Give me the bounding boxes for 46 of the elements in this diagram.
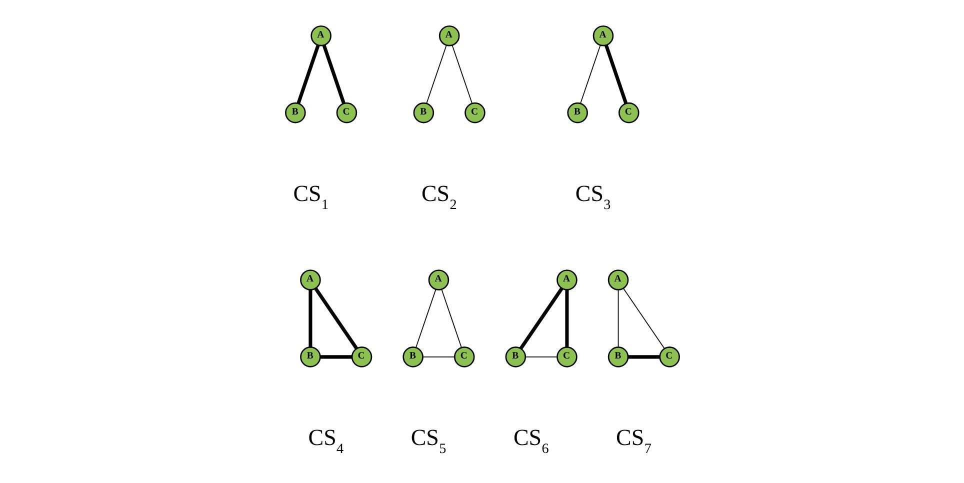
connector bbox=[422, 356, 454, 358]
label: CS$_{3}$ bbox=[574, 181, 610, 214]
node-circle: C bbox=[464, 102, 485, 124]
node-circle: A bbox=[428, 270, 449, 290]
connector bbox=[314, 287, 358, 350]
label: CS$_{4}$ bbox=[308, 425, 344, 458]
node-circle: A bbox=[607, 270, 628, 290]
node-circle: B bbox=[607, 346, 628, 368]
node-circle: A bbox=[592, 25, 614, 46]
label: CS$_{6}$ bbox=[512, 425, 548, 458]
node-circle: C bbox=[556, 346, 577, 368]
node-circle: A bbox=[556, 270, 577, 290]
node-circle: C bbox=[350, 346, 372, 368]
node-circle: B bbox=[504, 346, 526, 368]
node-circle: C bbox=[453, 346, 474, 368]
connector bbox=[426, 44, 446, 104]
connector bbox=[415, 289, 436, 348]
connector bbox=[604, 44, 628, 104]
connector bbox=[320, 355, 352, 359]
connector bbox=[308, 290, 312, 348]
connector bbox=[322, 44, 345, 104]
label: CS$_{1}$ bbox=[292, 181, 328, 214]
node-circle: A bbox=[310, 25, 331, 46]
label: CS$_{7}$ bbox=[616, 425, 651, 458]
node-circle: A bbox=[438, 25, 460, 46]
node-circle: B bbox=[566, 102, 588, 124]
connector bbox=[564, 290, 568, 348]
connector bbox=[518, 287, 563, 350]
node-circle: B bbox=[412, 102, 434, 124]
node-circle: B bbox=[300, 346, 320, 368]
node-circle: A bbox=[300, 270, 320, 290]
connector bbox=[617, 289, 618, 348]
label: CS$_{2}$ bbox=[420, 181, 456, 214]
node-circle: C bbox=[658, 346, 680, 368]
node-circle: C bbox=[336, 102, 357, 124]
label: CS$_{5}$ bbox=[410, 425, 446, 458]
connector bbox=[622, 288, 664, 350]
node-circle: B bbox=[402, 346, 423, 368]
connector bbox=[628, 355, 660, 359]
connector bbox=[440, 289, 462, 348]
connector bbox=[580, 44, 600, 104]
node-circle: B bbox=[284, 102, 306, 124]
connector bbox=[524, 356, 557, 358]
connector bbox=[296, 44, 320, 104]
node-circle: C bbox=[618, 102, 639, 124]
connector bbox=[451, 44, 472, 104]
